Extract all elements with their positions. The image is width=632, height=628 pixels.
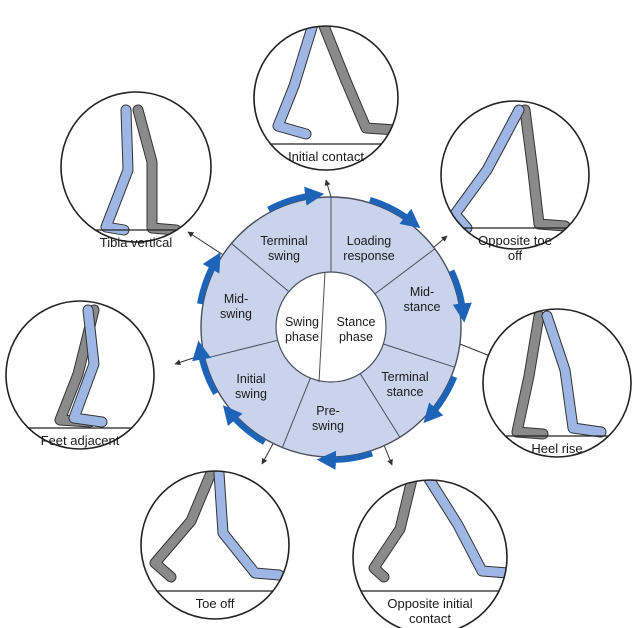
event-label-tibia-vertical: Tibia vertical	[100, 235, 173, 250]
gray-leg	[369, 480, 419, 582]
segment-label-mid-stance-line: Mid-	[410, 285, 434, 299]
event-panel-border	[253, 25, 399, 171]
event-panel-border	[440, 100, 590, 250]
cycle-direction-arrows	[192, 186, 472, 470]
segment-label-pre-swing-line: swing	[312, 419, 344, 433]
segment-label-terminal-stance-line: Terminal	[381, 370, 428, 384]
event-label-opposite-initial-contact-line: contact	[409, 611, 451, 626]
swing-phase-label-line: phase	[285, 330, 319, 344]
event-label-feet-adjacent: Feet adjacent	[41, 433, 120, 448]
blue-leg	[101, 105, 133, 235]
event-label-heel-rise: Heel rise	[531, 441, 582, 456]
cycle-arrow	[197, 252, 221, 305]
event-panel-border	[352, 479, 508, 628]
gray-leg	[512, 311, 548, 439]
segment-divider	[231, 243, 290, 293]
event-panel-feet-adjacent: Feet adjacent	[5, 300, 155, 450]
event-panel-background	[141, 471, 289, 619]
segment-label-mid-stance: Mid-stance	[404, 285, 441, 314]
blue-leg	[419, 480, 507, 578]
segment-divider	[383, 343, 455, 368]
event-figure	[483, 310, 631, 440]
segment-label-mid-swing-line: Mid-	[224, 292, 248, 306]
event-panel-border	[482, 308, 632, 458]
event-panel-border	[140, 470, 290, 620]
event-figure	[6, 304, 154, 429]
event-panel-background	[441, 101, 589, 249]
blue-leg	[450, 105, 524, 233]
event-figure	[353, 480, 507, 592]
event-label-initial-contact-line: Initial contact	[288, 149, 364, 164]
cycle-arrow	[368, 196, 421, 229]
gray-leg	[317, 26, 398, 135]
cycle-arrow	[448, 269, 472, 323]
event-label-toe-off: Toe off	[196, 596, 235, 611]
segment-label-pre-swing-line: Pre-	[316, 404, 340, 418]
cycle-arrow	[267, 186, 325, 213]
event-figure	[254, 26, 398, 145]
event-label-opposite-toe-off-line: off	[508, 248, 523, 263]
swing-phase-label-line: Swing	[285, 315, 319, 329]
segment-divider	[281, 377, 311, 448]
segment-label-terminal-swing-line: Terminal	[260, 234, 307, 248]
cycle-arrow	[222, 405, 267, 445]
stance-phase-label-line: Stance	[337, 315, 376, 329]
blue-leg	[214, 471, 284, 580]
gray-leg	[520, 105, 570, 231]
gray-leg	[133, 105, 181, 235]
cycle-arrow	[316, 450, 374, 470]
event-label-initial-contact: Initial contact	[288, 149, 364, 164]
segment-divider	[204, 339, 278, 359]
event-panel-initial-contact: Initial contact	[253, 25, 399, 171]
event-label-opposite-toe-off-line: Opposite toe	[478, 233, 552, 248]
event-panel-background	[61, 92, 211, 242]
event-label-heel-rise-line: Heel rise	[531, 441, 582, 456]
event-panel-toe-off: Toe off	[140, 470, 290, 620]
event-figure	[141, 471, 289, 592]
segment-label-pre-swing: Pre-swing	[312, 404, 344, 433]
event-label-tibia-vertical-line: Tibia vertical	[100, 235, 173, 250]
segment-label-terminal-swing-line: swing	[268, 249, 300, 263]
phase-split-line	[318, 271, 326, 383]
event-panel-heel-rise: Heel rise	[482, 308, 632, 458]
event-panel-tibia-vertical: Tibia vertical	[60, 91, 212, 250]
segment-label-terminal-stance-line: stance	[387, 385, 424, 399]
segment-divider	[374, 248, 436, 295]
blue-leg	[273, 26, 319, 139]
segment-label-mid-swing-line: swing	[220, 307, 252, 321]
segment-label-mid-stance-line: stance	[404, 300, 441, 314]
stance-phase-label-line: phase	[339, 330, 373, 344]
segment-label-mid-swing: Mid-swing	[220, 292, 252, 321]
event-panel-border	[60, 91, 212, 243]
event-label-feet-adjacent-line: Feet adjacent	[41, 433, 120, 448]
segment-label-loading-response-line: response	[343, 249, 394, 263]
event-pointer	[324, 179, 332, 198]
event-panel-border	[5, 300, 155, 450]
segment-label-initial-swing-line: Initial	[236, 372, 265, 386]
blue-leg	[69, 305, 107, 427]
segment-label-initial-swing-line: swing	[235, 387, 267, 401]
cycle-arrow	[423, 375, 458, 424]
segment-divider	[359, 373, 401, 438]
event-figure	[441, 104, 589, 234]
blue-leg	[542, 311, 606, 437]
cycle-arrow	[192, 340, 219, 395]
segment-label-loading-response-line: Loading	[347, 234, 392, 248]
gray-leg	[150, 471, 216, 582]
event-label-toe-off-line: Toe off	[196, 596, 235, 611]
event-label-opposite-initial-contact-line: Opposite initial	[387, 596, 472, 611]
